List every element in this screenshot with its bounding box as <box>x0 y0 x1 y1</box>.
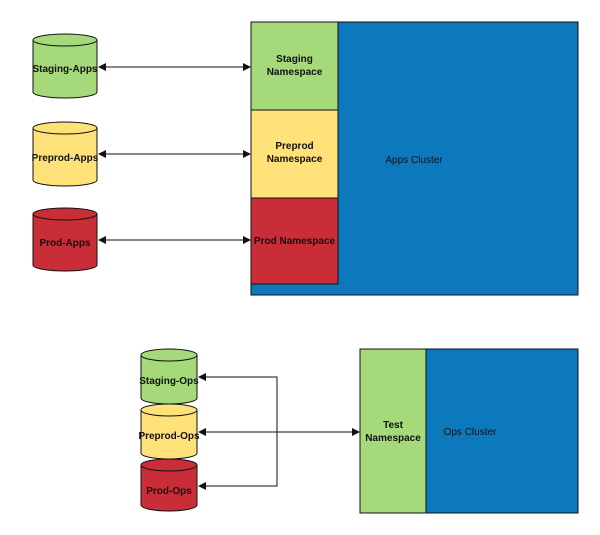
preprod-namespace-line1: Preprod <box>275 141 313 152</box>
apps-cluster-label: Apps Cluster <box>385 155 443 166</box>
test-namespace-box <box>359 348 427 514</box>
ops-cluster: Ops Cluster Test Namespace <box>359 348 579 514</box>
test-namespace-line2: Namespace <box>365 433 421 444</box>
test-namespace-line1: Test <box>383 420 403 431</box>
prod-namespace-box <box>250 197 339 285</box>
cylinder-body <box>32 128 98 187</box>
cylinder-top <box>140 348 198 362</box>
prod-namespace-label: Prod Namespace <box>254 236 336 247</box>
staging-ops-label: Staging-Ops <box>139 376 199 387</box>
cylinder-body <box>140 465 198 512</box>
apps-cluster: Apps Cluster Staging Namespace Preprod N… <box>250 21 579 296</box>
staging-apps-database: Staging-Apps <box>32 33 98 99</box>
staging-apps-label: Staging-Apps <box>33 64 98 75</box>
preprod-ops-database: Preprod-Ops <box>138 403 200 460</box>
prod-ops-database: Prod-Ops <box>140 458 198 512</box>
staging-namespace-box <box>250 21 339 111</box>
cylinder-body <box>140 355 198 405</box>
prod-apps-label: Prod-Apps <box>39 238 91 249</box>
preprod-apps-database: Preprod-Apps <box>32 121 99 187</box>
ops-cluster-label: Ops Cluster <box>444 427 497 438</box>
preprod-namespace-line2: Namespace <box>267 154 323 165</box>
cylinder-top <box>32 121 98 135</box>
cylinder-body <box>140 410 198 460</box>
cylinder-top <box>140 458 198 472</box>
preprod-apps-label: Preprod-Apps <box>32 153 99 164</box>
preprod-ops-label: Preprod-Ops <box>138 431 200 442</box>
staging-namespace-line2: Namespace <box>267 67 323 78</box>
cylinder-top <box>32 207 98 221</box>
staging-namespace-line1: Staging <box>276 54 313 65</box>
cylinder-top <box>32 33 98 47</box>
prod-ops-label: Prod-Ops <box>146 486 192 497</box>
cylinder-body <box>32 40 98 99</box>
prod-apps-database: Prod-Apps <box>32 207 98 272</box>
cylinder-body <box>32 214 98 272</box>
staging-ops-database: Staging-Ops <box>139 348 199 405</box>
preprod-namespace-box <box>250 109 339 199</box>
cylinder-top <box>140 403 198 417</box>
